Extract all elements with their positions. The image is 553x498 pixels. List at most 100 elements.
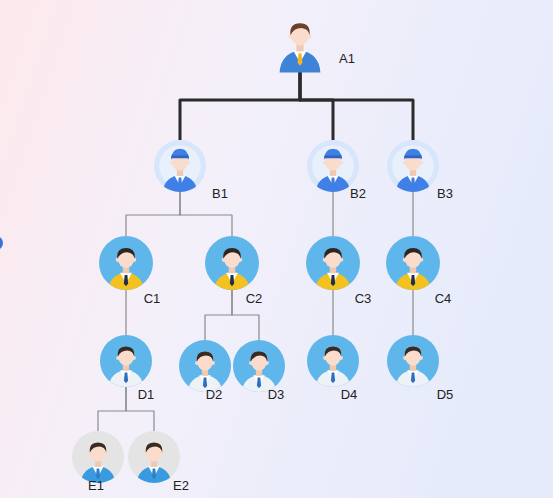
org-connector	[412, 290, 413, 335]
node-label: D2	[206, 387, 223, 402]
person-avatar	[128, 431, 180, 483]
avatar-body	[280, 50, 321, 72]
avatar-circle	[72, 431, 124, 483]
avatar-circle	[154, 140, 206, 192]
node-label: E1	[88, 478, 104, 493]
avatar-hair	[405, 346, 422, 356]
org-connector	[180, 70, 300, 140]
org-connector	[205, 290, 232, 340]
avatar-circle	[387, 140, 439, 192]
avatar-circle	[307, 140, 359, 192]
avatar-cap	[171, 149, 189, 160]
avatar-hair	[146, 442, 163, 452]
org-connector	[125, 290, 126, 335]
avatar-hair	[118, 346, 135, 356]
person-node: C2	[205, 236, 259, 290]
person-node: B3	[387, 140, 439, 192]
person-node: D4	[307, 335, 359, 387]
person-avatar	[270, 10, 330, 70]
avatar-hair	[223, 248, 240, 259]
avatar-tie	[257, 377, 261, 388]
avatar-circle	[205, 236, 259, 290]
avatar-hair	[117, 248, 134, 259]
avatar-tie	[331, 177, 335, 188]
avatar-circle	[179, 340, 231, 392]
person-node: A1	[270, 10, 330, 70]
avatar-tie	[331, 275, 335, 286]
avatar-circle	[386, 236, 440, 290]
avatar-body	[315, 175, 350, 194]
node-label: D5	[437, 387, 454, 402]
avatar-tie	[152, 468, 156, 479]
org-connector	[300, 70, 413, 140]
avatar-cap	[404, 149, 422, 160]
org-connector	[332, 290, 333, 335]
person-avatar	[307, 335, 359, 387]
avatar-body	[108, 272, 145, 292]
person-node: C3	[306, 236, 360, 290]
avatar-tie	[331, 372, 335, 383]
person-avatar	[179, 340, 231, 392]
node-label: C2	[246, 291, 263, 306]
avatar-circle	[99, 236, 153, 290]
org-connector	[332, 192, 333, 236]
avatar-tie	[124, 372, 128, 383]
avatar-circle	[233, 340, 285, 392]
avatar-circle	[306, 236, 360, 290]
avatar-tie	[411, 372, 415, 383]
edge-dot	[0, 236, 3, 250]
person-avatar	[154, 140, 206, 192]
avatar-hair	[404, 248, 421, 259]
person-node: C4	[386, 236, 440, 290]
node-label: C4	[435, 291, 452, 306]
org-connector	[126, 387, 154, 431]
avatar-tie	[124, 275, 128, 286]
avatar-circle	[100, 335, 152, 387]
avatar-hair	[251, 351, 268, 361]
node-label: A1	[339, 51, 355, 66]
person-node: B2	[307, 140, 359, 192]
person-avatar	[100, 335, 152, 387]
node-label: D1	[138, 387, 155, 402]
node-label: C1	[144, 291, 161, 306]
person-node: D5	[387, 335, 439, 387]
avatar-body	[162, 175, 197, 194]
avatar-cap-band	[404, 156, 422, 159]
avatar-hair	[290, 23, 309, 35]
node-label: B2	[350, 186, 366, 201]
person-avatar	[205, 236, 259, 290]
avatar-tie	[178, 177, 182, 188]
avatar-body	[395, 272, 432, 292]
avatar-body	[108, 370, 143, 389]
avatar-cap-band	[171, 156, 189, 159]
node-label: D4	[341, 387, 358, 402]
avatar-body	[315, 370, 350, 389]
avatar-tie	[298, 53, 303, 66]
node-label: D3	[268, 387, 285, 402]
avatar-hair	[324, 248, 341, 259]
node-label: B3	[437, 186, 453, 201]
person-node: E1	[72, 431, 124, 483]
avatar-body	[395, 175, 430, 194]
avatar-body	[136, 466, 171, 485]
avatar-body	[315, 272, 352, 292]
person-avatar	[387, 140, 439, 192]
person-avatar	[307, 140, 359, 192]
avatar-cap-band	[324, 156, 342, 159]
person-node: D1	[100, 335, 152, 387]
avatar-body	[214, 272, 251, 292]
avatar-hair	[90, 442, 107, 452]
person-avatar	[386, 236, 440, 290]
org-connector	[412, 192, 413, 236]
org-connector	[98, 387, 126, 431]
org-connector	[126, 192, 180, 236]
person-node: D3	[233, 340, 285, 392]
avatar-tie	[230, 275, 234, 286]
person-avatar	[233, 340, 285, 392]
person-avatar	[306, 236, 360, 290]
avatar-body	[395, 370, 430, 389]
person-node: B1	[154, 140, 206, 192]
